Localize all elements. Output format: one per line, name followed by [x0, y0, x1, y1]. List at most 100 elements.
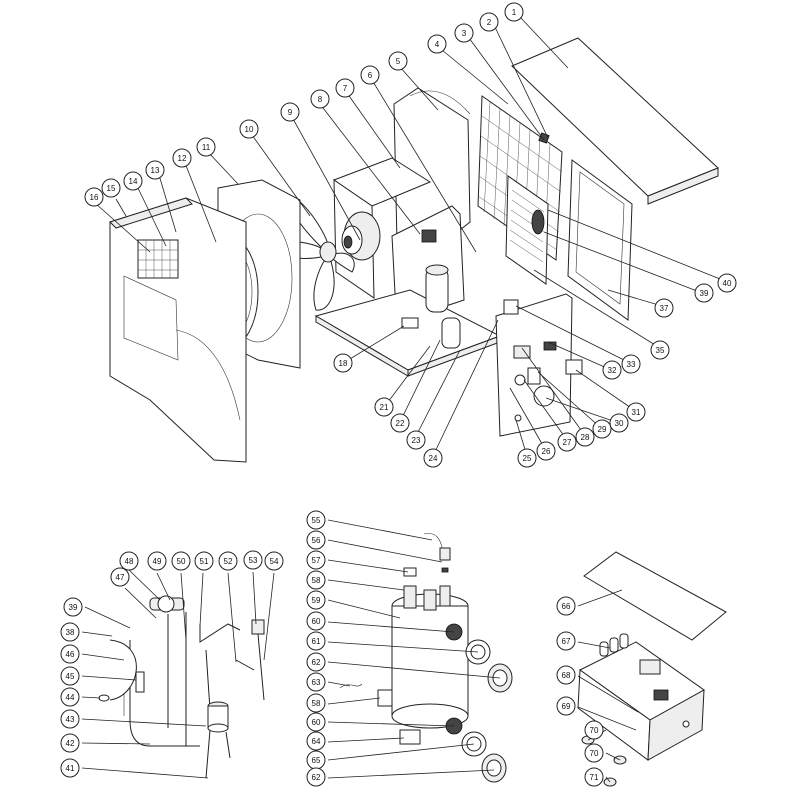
callout-c62: 62 [306, 652, 326, 672]
callout-number: 10 [245, 125, 254, 134]
callout-number: 25 [523, 454, 532, 463]
callout-number: 70 [590, 726, 599, 735]
callout-number: 2 [487, 18, 492, 27]
callout-bubble [406, 430, 426, 450]
callout-bubble [517, 448, 537, 468]
callout-bubble [306, 652, 326, 672]
callout-bubble [427, 34, 447, 54]
callout-bubble [123, 171, 143, 191]
service-valve [251, 619, 265, 701]
callout-bubble [360, 65, 380, 85]
callout-c33: 33 [621, 354, 641, 374]
callout-bubble [654, 298, 674, 318]
callout-bubble [171, 551, 191, 571]
compressor-assembly [339, 533, 513, 783]
callout-c58: 58 [306, 570, 326, 590]
callout-number: 44 [66, 693, 75, 702]
callout-number: 51 [200, 557, 209, 566]
callout-bubble [218, 551, 238, 571]
callout-c42: 42 [60, 733, 80, 753]
callout-c24: 24 [423, 448, 443, 468]
callout-bubble [374, 397, 394, 417]
callout-bubble [556, 596, 576, 616]
callout-c30: 30 [609, 413, 629, 433]
callout-bubble [333, 353, 353, 373]
callout-bubble [145, 160, 165, 180]
callout-bubble [390, 413, 410, 433]
compressor-body [391, 585, 469, 729]
callout-c39: 39 [694, 283, 714, 303]
callout-bubble [194, 551, 214, 571]
callout-bubble [243, 550, 263, 570]
callout-number: 65 [312, 756, 321, 765]
callout-number: 40 [723, 279, 732, 288]
callout-c65: 65 [306, 750, 326, 770]
callout-number: 42 [66, 739, 75, 748]
callout-number: 43 [66, 715, 75, 724]
callout-c60: 60 [306, 611, 326, 631]
callout-bubble [306, 712, 326, 732]
callout-c41: 41 [60, 758, 80, 778]
callout-number: 52 [224, 557, 233, 566]
callout-bubble [60, 733, 80, 753]
callout-c63: 63 [306, 672, 326, 692]
callout-number: 58 [312, 576, 321, 585]
callout-number: 11 [202, 143, 211, 152]
callout-c49: 49 [147, 551, 167, 571]
callout-bubble [147, 551, 167, 571]
callout-c16: 16 [84, 187, 104, 207]
callout-c1: 1 [504, 2, 524, 22]
callout-c54: 54 [264, 551, 284, 571]
callout-c15: 15 [101, 178, 121, 198]
callout-number: 15 [107, 184, 116, 193]
callout-c70b: 70 [584, 743, 604, 763]
capillary-tube [109, 639, 137, 701]
callout-number: 14 [129, 177, 138, 186]
callout-c61: 61 [306, 631, 326, 651]
callout-bubble [536, 441, 556, 461]
callout-c27: 27 [557, 432, 577, 452]
callout-c64: 64 [306, 731, 326, 751]
callout-c56: 56 [306, 530, 326, 550]
callout-bubble [423, 448, 443, 468]
pressure-switch [439, 547, 451, 561]
callout-number: 67 [562, 637, 571, 646]
callout-bubble [60, 687, 80, 707]
callout-number: 45 [66, 672, 75, 681]
callout-number: 8 [318, 95, 323, 104]
callout-bubble [626, 402, 646, 422]
callout-c43: 43 [60, 709, 80, 729]
callout-bubble [306, 530, 326, 550]
callout-bubble [60, 758, 80, 778]
callout-c71: 71 [584, 767, 604, 787]
callout-c3: 3 [454, 23, 474, 43]
callout-bubble [306, 570, 326, 590]
callout-bubble [388, 51, 408, 71]
callout-bubble [602, 360, 622, 380]
callout-c9: 9 [280, 102, 300, 122]
callout-c32: 32 [602, 360, 622, 380]
callout-c46: 46 [60, 644, 80, 664]
callout-c26: 26 [536, 441, 556, 461]
callout-c11: 11 [196, 137, 216, 157]
control-box-lid [583, 551, 727, 641]
evaporator-coil [505, 175, 549, 285]
top-assembly [109, 37, 719, 463]
callout-number: 18 [339, 359, 348, 368]
control-box [577, 633, 705, 761]
callout-c7: 7 [335, 78, 355, 98]
callout-bubble [556, 631, 576, 651]
callout-c25: 25 [517, 448, 537, 468]
callout-bubble [306, 611, 326, 631]
callout-bubble [60, 622, 80, 642]
callout-number: 5 [396, 57, 401, 66]
callout-number: 39 [69, 603, 78, 612]
control-box-assembly [577, 551, 727, 787]
callout-number: 6 [368, 71, 373, 80]
callout-c52: 52 [218, 551, 238, 571]
callout-number: 56 [312, 536, 321, 545]
callout-number: 13 [151, 166, 160, 175]
callout-c57: 57 [306, 550, 326, 570]
callout-bubble [575, 427, 595, 447]
callout-c40: 40 [717, 273, 737, 293]
